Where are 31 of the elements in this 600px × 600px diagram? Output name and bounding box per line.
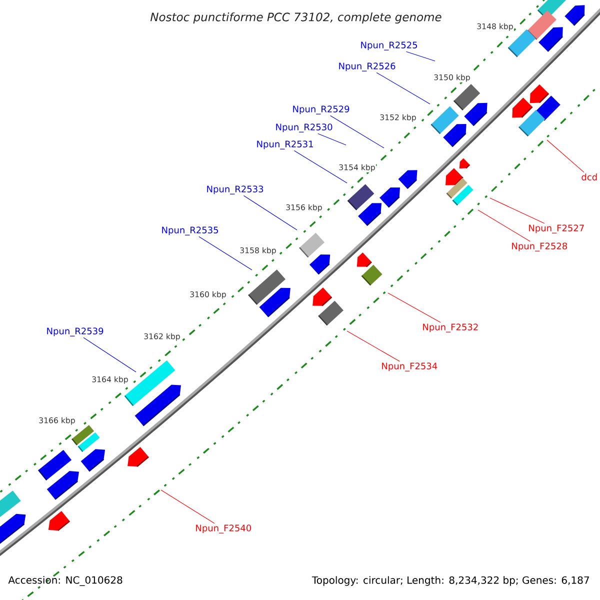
leader-line — [294, 150, 348, 184]
leader-line — [160, 490, 215, 524]
gene-label: Npun_R2535 — [162, 226, 218, 236]
leader-line — [83, 337, 136, 372]
gene-label: Npun_F2532 — [423, 324, 478, 332]
gene-label: Npun_R2533 — [207, 186, 264, 194]
gene-label: Npun_R2529 — [293, 106, 350, 114]
leader-line — [243, 195, 298, 230]
leader-line — [330, 115, 384, 148]
gene-label: Npun_F2528 — [512, 242, 568, 252]
leader-line — [478, 210, 530, 242]
leader-line — [318, 133, 346, 146]
accession-text: Accession: NC_010628 — [8, 576, 122, 586]
gene-label: dcd — [582, 174, 597, 180]
leader-line — [198, 236, 252, 270]
gene-label: Npun_R2539 — [47, 328, 104, 336]
leader-line — [406, 51, 436, 62]
gene-label: Npun_F2527 — [529, 224, 584, 234]
gene-label: Npun_R2530 — [276, 124, 332, 132]
gene-label: Npun_R2531 — [257, 140, 313, 150]
gene-label: Npun_F2540 — [196, 524, 252, 534]
leader-line — [376, 72, 430, 104]
leader-line — [346, 330, 400, 362]
leader-line — [546, 140, 584, 173]
leader-line — [490, 198, 545, 224]
gene-label: Npun_F2534 — [382, 362, 438, 372]
genome-info-text: Topology: circular; Length: 8,234,322 bp; Genes: 6,187 — [312, 576, 589, 586]
title: Nostoc punctiforme PCC 73102, complete genome — [150, 12, 442, 24]
gene-label: Npun_R2526 — [339, 62, 396, 72]
leader-line — [388, 292, 441, 323]
gene-label: Npun_R2525 — [361, 42, 418, 50]
